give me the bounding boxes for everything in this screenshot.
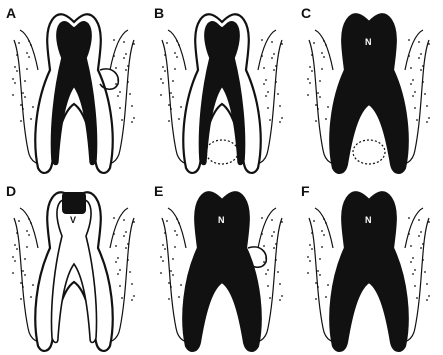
- panel-a: A: [0, 0, 148, 177]
- panel-b: B: [148, 0, 296, 177]
- panel-f: FN: [295, 178, 443, 355]
- apical-lesion: [206, 140, 238, 164]
- panel-c: CN: [295, 0, 443, 177]
- pulp-state-label: N: [365, 38, 372, 47]
- pulp-state-label: V: [70, 216, 76, 225]
- panel-e: EN: [148, 178, 296, 355]
- tooth-drawing-c: [295, 0, 443, 177]
- panel-d: DV: [0, 178, 148, 355]
- panel-letter: C: [301, 6, 311, 20]
- tooth-drawing-e: [148, 178, 296, 355]
- panel-letter: B: [154, 6, 164, 20]
- panel-letter: E: [154, 184, 163, 198]
- pulp-state-label: N: [218, 216, 225, 225]
- tooth-drawing-b: [148, 0, 296, 177]
- tooth-drawing-d: [0, 178, 148, 355]
- panel-letter: A: [6, 6, 16, 20]
- pulp-state-label: N: [365, 216, 372, 225]
- panel-letter: D: [6, 184, 16, 198]
- crown-restoration: [62, 192, 86, 214]
- panel-letter: F: [301, 184, 310, 198]
- apical-lesion: [353, 140, 385, 164]
- tooth-drawing-f: [295, 178, 443, 355]
- tooth-drawing-a: [0, 0, 148, 177]
